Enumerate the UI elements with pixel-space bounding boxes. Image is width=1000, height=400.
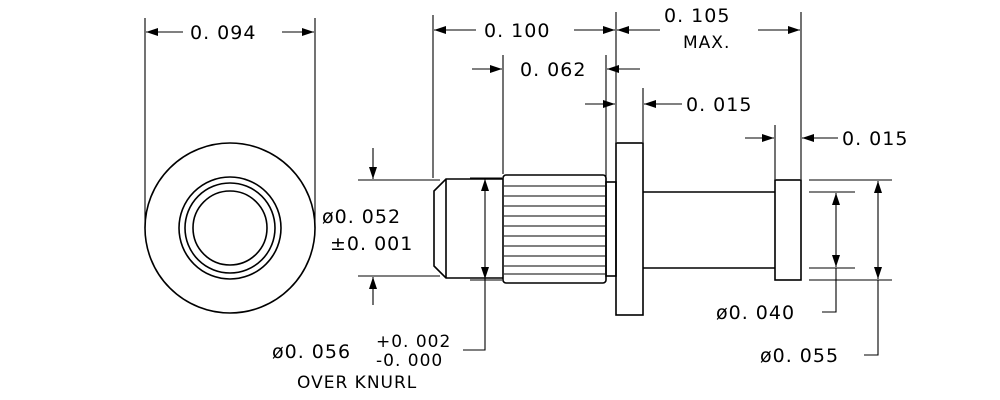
arrowhead xyxy=(874,267,882,279)
arrowhead xyxy=(369,277,377,289)
arrowhead xyxy=(832,255,840,267)
dimension-label-knurl-note: OVER KNURL xyxy=(297,373,417,393)
knurl-lines xyxy=(504,185,605,275)
dimension-label-collar-thickness: 0. 015 xyxy=(842,128,908,150)
dimension-collar-thickness: 0. 015 xyxy=(745,125,908,179)
arrowhead xyxy=(302,28,314,36)
end-view xyxy=(144,142,316,314)
arrowhead xyxy=(146,28,158,36)
dimension-label-knurl-diameter: ø0. 056 xyxy=(272,341,351,363)
dimension-label-outer-width: 0. 094 xyxy=(190,22,256,44)
dimension-label-shaft-diameter: ø0. 040 xyxy=(716,302,795,324)
dimension-label-collar-diameter: ø0. 055 xyxy=(760,345,839,367)
arrowhead xyxy=(607,65,619,73)
arrowhead xyxy=(369,167,377,179)
end-view-bore-circle xyxy=(192,190,268,266)
arrowhead xyxy=(481,267,489,279)
arrowhead xyxy=(644,100,656,108)
arrowhead xyxy=(617,26,629,34)
side-view xyxy=(433,142,802,316)
knurled-section xyxy=(502,174,607,284)
dimension-label-tip-diameter: ø0. 052 xyxy=(322,206,401,228)
chamfered-tip xyxy=(433,178,503,279)
arrowhead xyxy=(874,181,882,193)
dimension-label-flange-thickness: 0. 015 xyxy=(686,94,752,116)
leader-line xyxy=(864,280,879,356)
dimension-label-max-length: 0. 105 xyxy=(664,5,730,27)
end-view-outer-circle xyxy=(144,142,316,314)
dimension-label-knurl-length: 0. 062 xyxy=(520,59,586,81)
dimension-flange-thickness: 0. 015 xyxy=(585,88,752,142)
arrowhead xyxy=(603,26,615,34)
dimension-outer-width: 0. 094 xyxy=(144,18,316,228)
dimension-label-overall-length: 0. 100 xyxy=(484,20,550,42)
arrowhead xyxy=(481,179,489,191)
arrowhead xyxy=(788,26,800,34)
dimension-label-knurl-tolerance-minus: -0. 000 xyxy=(376,351,443,371)
arrowhead xyxy=(832,193,840,205)
arrowhead xyxy=(762,134,774,142)
leader-line xyxy=(822,268,837,313)
dimension-label-max-qualifier: MAX. xyxy=(683,33,730,53)
leader-line xyxy=(463,279,486,351)
end-view-inner-ring-circle xyxy=(184,182,276,274)
dimension-label-knurl-tolerance-plus: +0. 002 xyxy=(376,332,451,352)
dimension-knurl-length: 0. 062 xyxy=(472,55,640,181)
arrowhead xyxy=(802,134,814,142)
dimension-shaft-diameter: ø0. 040 xyxy=(716,191,855,324)
knurl-neck xyxy=(605,181,617,277)
dimension-max-length: 0. 105 MAX. xyxy=(617,5,802,179)
end-view-middle-circle xyxy=(178,176,282,280)
end-collar xyxy=(774,179,802,281)
arrowhead xyxy=(603,100,615,108)
dimension-label-tip-tolerance: ±0. 001 xyxy=(330,233,413,255)
arrowhead xyxy=(490,65,502,73)
dimension-collar-diameter: ø0. 055 xyxy=(760,179,892,367)
dimension-tip-diameter: ø0. 052 ±0. 001 xyxy=(322,148,440,305)
arrowhead xyxy=(434,26,446,34)
dimension-overall-length: 0. 100 xyxy=(432,12,617,178)
dimension-knurl-diameter: ø0. 056 +0. 002 -0. 000 OVER KNURL xyxy=(272,177,502,393)
flange xyxy=(615,142,644,316)
